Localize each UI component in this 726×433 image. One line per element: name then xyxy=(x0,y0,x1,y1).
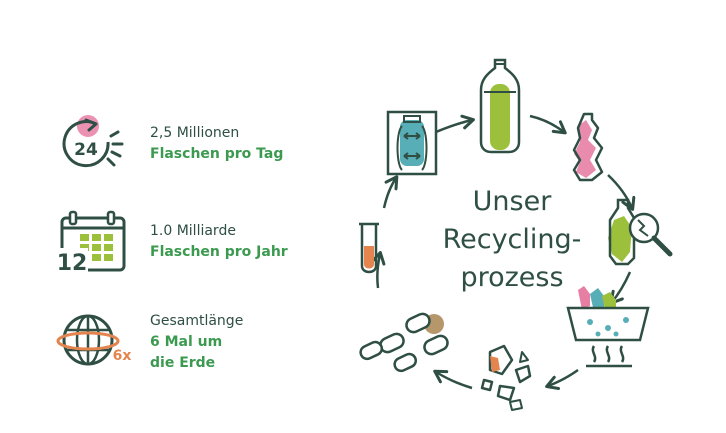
stat-unit: Flaschen pro Tag xyxy=(150,146,284,162)
cycle-arrows xyxy=(370,114,636,390)
stat-total-length: 6x Gesamtlänge 6 Mal um die Erde xyxy=(56,310,243,374)
stat-bottles-per-day: 24 2,5 Millionen Flaschen pro Tag xyxy=(56,112,283,176)
pellets-icon xyxy=(359,312,449,373)
washing-basin-icon xyxy=(566,286,650,368)
recycling-cycle-diagram: Unser Recycling- prozess xyxy=(359,58,673,411)
stat-label: Gesamtlänge xyxy=(150,312,244,329)
calendar-icon: 12 xyxy=(56,210,126,274)
stat-value: 6 Mal um xyxy=(150,333,223,350)
cycle-title-line-1: Unser xyxy=(473,186,553,217)
clock-24-icon: 24 xyxy=(62,115,124,168)
stat-unit: die Erde xyxy=(150,354,216,371)
stat-value: 2,5 Millionen xyxy=(150,125,240,141)
stat-bottles-per-year: 12 1.0 Milliarde Flaschen pro Jahr xyxy=(56,210,288,274)
inspection-magnifier-icon xyxy=(608,198,673,266)
preform-mold-icon xyxy=(386,110,438,176)
crushed-bottle-icon xyxy=(572,112,604,182)
test-tube-icon xyxy=(359,222,379,274)
stat-value: 1.0 Milliarde xyxy=(150,223,236,239)
stat-unit: Flaschen pro Jahr xyxy=(150,244,288,260)
clock-badge-text: 24 xyxy=(74,140,98,160)
calendar-badge-text: 12 xyxy=(57,251,88,274)
globe-icon: 6x xyxy=(56,314,132,366)
globe-badge-text: 6x xyxy=(113,348,132,364)
bottle-icon xyxy=(479,58,521,154)
shredded-flakes-icon xyxy=(480,344,532,411)
cycle-title-line-3: prozess xyxy=(460,262,563,293)
cycle-title-line-2: Recycling- xyxy=(443,224,582,255)
